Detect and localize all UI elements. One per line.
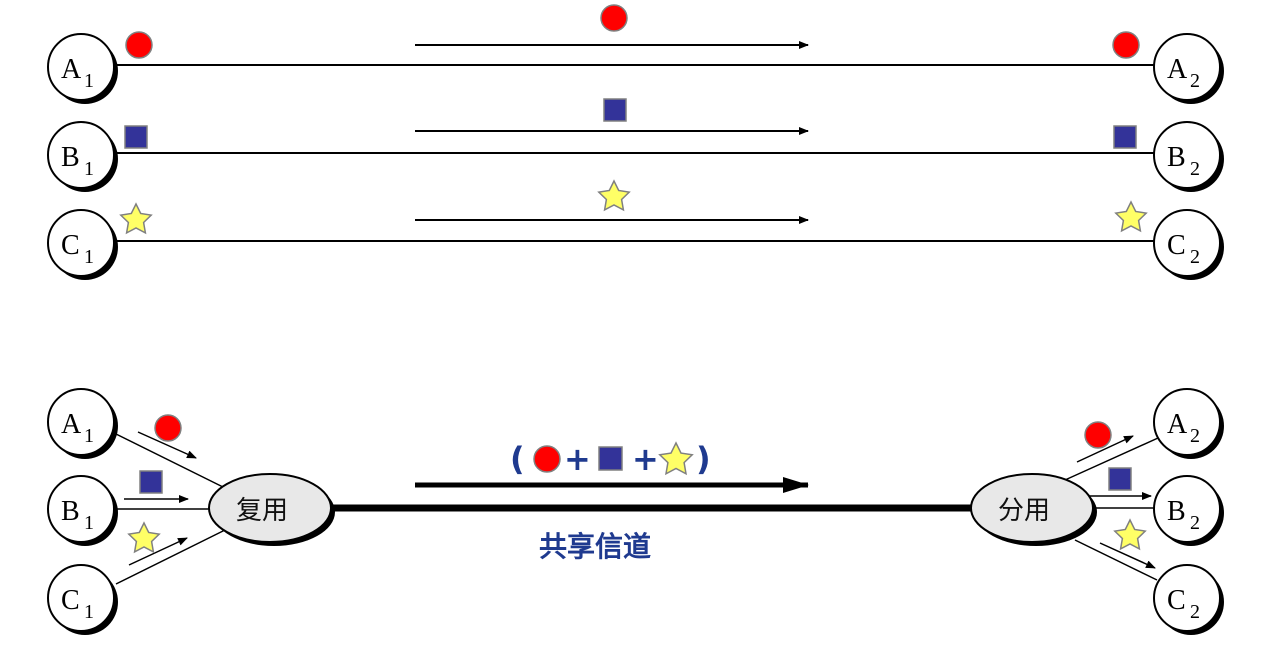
sender-line-c: [115, 529, 226, 585]
close-paren: ): [696, 440, 711, 478]
node-b1: B 1: [47, 121, 118, 192]
node-c2-receiver: C 2: [1153, 564, 1224, 635]
star-signal-icon: [597, 179, 631, 212]
node-subscript: 2: [1190, 512, 1200, 534]
node-subscript: 1: [84, 512, 94, 534]
receiver-line-a: [1064, 437, 1159, 481]
node-c2: C 2: [1153, 209, 1224, 280]
node-letter: C: [61, 585, 80, 616]
node-letter: B: [61, 142, 80, 173]
star-signal-icon: [1114, 200, 1148, 233]
node-a1: A 1: [47, 33, 118, 104]
node-a2: A 2: [1153, 33, 1224, 104]
circle-signal-icon: [1084, 421, 1112, 449]
link-c: C 1 C 2: [47, 179, 1224, 280]
node-b2-receiver: B 2: [1153, 475, 1224, 546]
node-letter: C: [61, 230, 80, 261]
sender-line-a: [115, 433, 226, 489]
arrow-c2: [1099, 542, 1156, 569]
node-a2-receiver: A 2: [1153, 388, 1224, 459]
node-letter: A: [61, 54, 82, 85]
plus-sign: +: [564, 440, 591, 478]
node-subscript: 1: [84, 601, 94, 623]
open-paren: (: [510, 440, 525, 478]
demultiplexer-node: 分用: [970, 473, 1097, 546]
circle-signal-icon: [154, 414, 182, 442]
node-letter: C: [1167, 585, 1186, 616]
node-b2: B 2: [1153, 121, 1224, 192]
link-a: A 1 A 2: [47, 4, 1224, 104]
arrow-a1: [137, 431, 197, 459]
node-subscript: 1: [84, 158, 94, 180]
square-signal-icon: [139, 470, 163, 494]
multiplexer-label: 复用: [236, 496, 288, 526]
circle-signal-icon: [533, 445, 561, 473]
shared-channel-label: 共享信道: [539, 530, 651, 563]
arrow-c1: [128, 537, 188, 566]
node-letter: B: [1167, 142, 1186, 173]
receiver-line-c: [1074, 539, 1158, 581]
star-signal-icon: [658, 441, 694, 476]
square-signal-icon: [1113, 125, 1137, 149]
plus-sign: +: [632, 440, 659, 478]
star-signal-icon: [1113, 518, 1147, 551]
node-a1-sender: A 1: [47, 388, 118, 459]
dedicated-links-diagram: A 1 A 2 B 1: [47, 4, 1224, 280]
square-signal-icon: [124, 125, 148, 149]
circle-signal-icon: [1112, 31, 1140, 59]
node-letter: C: [1167, 230, 1186, 261]
node-letter: A: [1167, 409, 1188, 440]
node-subscript: 2: [1190, 246, 1200, 268]
square-signal-icon: [1108, 467, 1132, 491]
node-letter: A: [61, 409, 82, 440]
square-signal-icon: [603, 98, 627, 122]
node-letter: A: [1167, 54, 1188, 85]
demultiplexer-label: 分用: [998, 496, 1050, 526]
node-c1: C 1: [47, 209, 118, 280]
node-subscript: 2: [1190, 425, 1200, 447]
node-subscript: 1: [84, 70, 94, 92]
node-c1-sender: C 1: [47, 564, 118, 635]
star-signal-icon: [119, 202, 153, 235]
circle-signal-icon: [600, 4, 628, 32]
multiplexer-node: 复用: [208, 473, 335, 546]
node-letter: B: [1167, 496, 1186, 527]
node-letter: B: [61, 496, 80, 527]
multiplexed-channel-diagram: ( + + ) 共享信道 复用 A 1: [47, 388, 1224, 635]
node-subscript: 2: [1190, 158, 1200, 180]
node-subscript: 1: [84, 425, 94, 447]
link-b: B 1 B 2: [47, 98, 1224, 192]
node-subscript: 2: [1190, 601, 1200, 623]
node-b1-sender: B 1: [47, 475, 118, 546]
square-signal-icon: [598, 446, 623, 471]
circle-signal-icon: [125, 31, 153, 59]
star-signal-icon: [127, 521, 161, 554]
combined-signal-label: ( + + ): [510, 440, 711, 478]
node-subscript: 1: [84, 246, 94, 268]
arrow-a2: [1076, 435, 1134, 463]
node-subscript: 2: [1190, 70, 1200, 92]
